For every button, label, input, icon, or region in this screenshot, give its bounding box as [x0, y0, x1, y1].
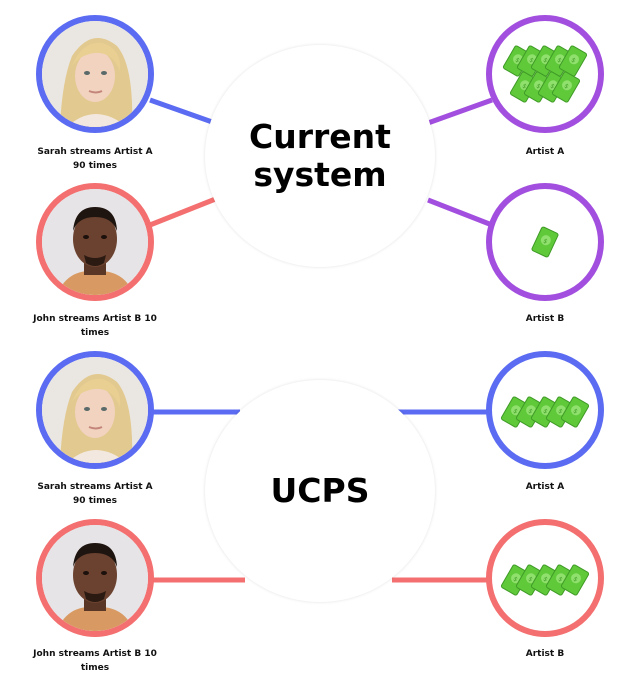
label-line: times [80, 328, 110, 338]
svg-text:$: $ [542, 408, 549, 416]
svg-text:$: $ [557, 408, 564, 416]
label-line: John streams Artist B 10 [33, 314, 157, 324]
sarah-label-current: Sarah streams Artist A 90 times [15, 145, 175, 173]
sarah-label-ucps: Sarah streams Artist A 90 times [15, 480, 175, 508]
john-label-current: John streams Artist B 10 times [15, 312, 175, 340]
sarah-photo [42, 21, 148, 127]
artist-b-money-ucps: $ $ $ $ $ [486, 519, 604, 637]
money-stack: $ $ $ $ $ [500, 396, 590, 428]
svg-text:$: $ [542, 238, 549, 246]
svg-text:$: $ [514, 57, 521, 65]
artist-b-label-current: Artist B [525, 314, 565, 324]
money-icon: $ [531, 226, 559, 258]
current-system-title: Current system [249, 117, 391, 194]
money-stack: $ $ $ $ $ [500, 564, 590, 596]
john-avatar [36, 183, 154, 301]
connector-john-current [149, 195, 219, 228]
label-line: 90 times [73, 496, 117, 506]
label-line: 90 times [73, 161, 117, 171]
svg-text:$: $ [527, 576, 534, 584]
money-icon: $ [545, 396, 575, 428]
artist-a-money-ucps: $ $ $ $ $ [486, 351, 604, 469]
money-stack: $ $ $ $ $ $ $ $ $ [502, 45, 588, 103]
current-system-hub: Current system [205, 45, 435, 267]
john-avatar [36, 519, 154, 637]
svg-text:$: $ [527, 408, 534, 416]
john-photo [42, 189, 148, 295]
svg-text:$: $ [563, 83, 570, 91]
svg-text:$: $ [528, 57, 535, 65]
money-icon: $ [500, 564, 530, 596]
svg-text:$: $ [512, 576, 519, 584]
sarah-avatar [36, 351, 154, 469]
money-icon: $ [530, 396, 560, 428]
money-icon: $ [560, 564, 590, 596]
sarah-photo [42, 357, 148, 463]
money-icon: $ [560, 396, 590, 428]
sarah-avatar [36, 15, 154, 133]
connector-current-artist-a [427, 97, 493, 126]
svg-text:$: $ [549, 83, 556, 91]
artist-b-label-ucps: Artist B [525, 649, 565, 659]
svg-text:$: $ [556, 57, 563, 65]
svg-text:$: $ [542, 576, 549, 584]
money-icon: $ [530, 564, 560, 596]
ucps-title: UCPS [270, 471, 370, 510]
label-line: times [80, 663, 110, 673]
john-label-ucps: John streams Artist B 10 times [15, 647, 175, 675]
connector-sarah-current [149, 97, 216, 126]
label-line: John streams Artist B 10 [33, 649, 157, 659]
svg-text:$: $ [542, 57, 549, 65]
svg-text:$: $ [557, 576, 564, 584]
label-line: Sarah streams Artist A [37, 482, 153, 492]
artist-b-money-current: $ [486, 183, 604, 301]
money-icon: $ [551, 71, 581, 103]
svg-text:$: $ [535, 83, 542, 91]
money-icon: $ [558, 45, 588, 77]
artist-a-label-ucps: Artist A [525, 482, 565, 492]
money-icon: $ [515, 396, 545, 428]
svg-text:$: $ [572, 576, 579, 584]
svg-text:$: $ [521, 83, 528, 91]
svg-text:$: $ [570, 57, 577, 65]
svg-text:$: $ [572, 408, 579, 416]
artist-a-label-current: Artist A [525, 147, 565, 157]
money-icon: $ [500, 396, 530, 428]
svg-text:$: $ [512, 408, 519, 416]
money-stack: $ [531, 226, 559, 258]
ucps-hub: UCPS [205, 380, 435, 602]
artist-a-money-current: $ $ $ $ $ $ $ $ $ [486, 15, 604, 133]
connector-current-artist-b [427, 197, 493, 228]
john-photo [42, 525, 148, 631]
label-line: Sarah streams Artist A [37, 147, 153, 157]
